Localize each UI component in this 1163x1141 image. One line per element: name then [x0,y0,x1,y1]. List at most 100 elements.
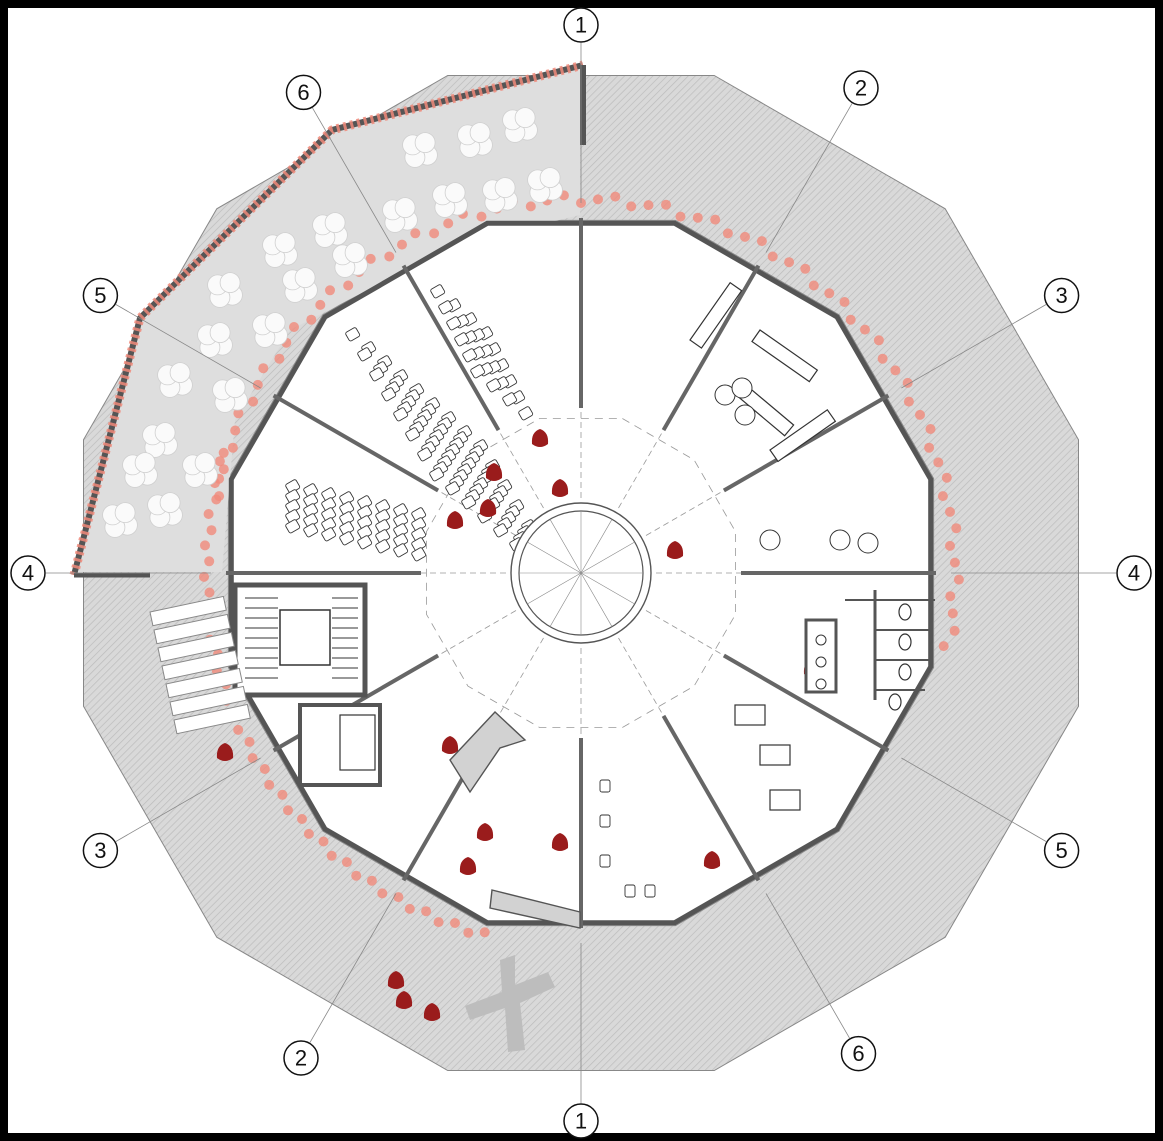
tree-icon [444,182,466,204]
tree-icon [219,272,241,294]
toilet-icon [888,693,902,711]
axis-line [765,103,853,253]
tree-icon [756,236,767,247]
person-icon [395,991,413,1009]
tree-icon [204,587,215,598]
tree-icon [610,191,621,202]
tree-icon [421,906,432,917]
axis-marker-icon [82,832,119,869]
tree-icon [209,322,231,344]
axis-line [312,107,397,253]
tree-icon [953,574,964,585]
radial-guide [424,610,517,664]
building [102,107,964,1021]
axis-label-right-lower: 5 [1055,838,1067,863]
chair-icon [369,367,385,382]
tree-icon [433,917,444,928]
person-icon [703,851,721,869]
chair-icon [339,531,355,546]
axis-marker-icon [10,555,46,591]
step [153,613,231,645]
tree-icon [463,927,474,938]
tree-icon [740,231,750,242]
chair-icon [599,779,611,793]
chair-icon [303,523,319,538]
tree-icon [343,280,354,291]
lift-core [298,703,382,787]
step [149,595,227,627]
chair-icon [462,348,478,363]
radial-guide [645,482,738,536]
tree-icon [626,201,637,212]
tree-icon [903,396,914,407]
tree-icon [800,263,811,274]
axis-marker-right-lower: 5 [1043,832,1080,869]
person-icon [479,499,497,517]
axis-marker-icon [563,1103,599,1139]
tree-icon [925,424,936,434]
chair-icon [624,884,636,898]
axis-marker-icon [285,74,322,111]
chair-icon [411,547,427,562]
chair-icon [393,543,409,558]
axis-marker-icon [843,70,879,106]
desk [769,409,837,463]
table-icon [731,377,753,399]
tree-icon [845,314,856,325]
tree-icon [397,239,407,250]
axis-marker-left-upper: 5 [82,277,119,314]
entrance-bench [489,889,581,929]
chair-icon [493,523,509,538]
lift-car [339,714,376,771]
outdoor-features [149,595,555,1052]
tree-icon [283,805,293,816]
person-icon [423,1003,441,1021]
tree-icon [675,211,686,222]
stair-enclosure [232,582,368,698]
tree-icon [214,456,225,467]
axis-marker-icon [563,7,599,43]
chair-icon [599,814,611,828]
tree-icon [593,194,603,205]
axis-line [309,893,397,1043]
tree-icon [404,903,415,914]
tree-icon [264,312,286,334]
tree-icon [949,625,960,636]
axis-line [901,757,1047,842]
tree-icon [318,836,329,847]
chair-icon [357,347,373,362]
chair-icon [405,427,421,442]
atrium-spoke [580,519,613,574]
person-icon [531,429,549,447]
chair-icon [518,406,534,421]
step [169,685,247,717]
chair-icon [486,378,502,393]
person-icon [459,857,477,875]
radial-guide [490,416,544,509]
step [161,649,239,681]
stair-core [232,582,368,698]
basin-icon [815,656,827,668]
tree-icon [945,506,955,517]
tree-icon [450,918,460,928]
tree-icon [233,408,244,419]
tree-icon [808,280,819,291]
axis-label-lower-left: 2 [295,1046,307,1071]
tree-icon [710,214,721,225]
ground-ring [83,75,1079,1071]
chair-icon [461,495,477,510]
toilet-icon [898,633,912,651]
radial-guide [645,610,738,664]
tree-icon [824,288,835,299]
axis-marker-right-upper: 3 [1043,277,1080,314]
chair-icon [429,467,445,482]
axis-label-right-upper: 3 [1055,283,1067,308]
chair-icon [393,407,409,422]
tree-icon [297,814,307,824]
axis-label-left-lower: 3 [94,838,106,863]
radial-guide [618,637,672,730]
atrium-spoke [580,572,635,605]
desk [751,329,819,383]
axis-marker-icon [1043,832,1080,869]
